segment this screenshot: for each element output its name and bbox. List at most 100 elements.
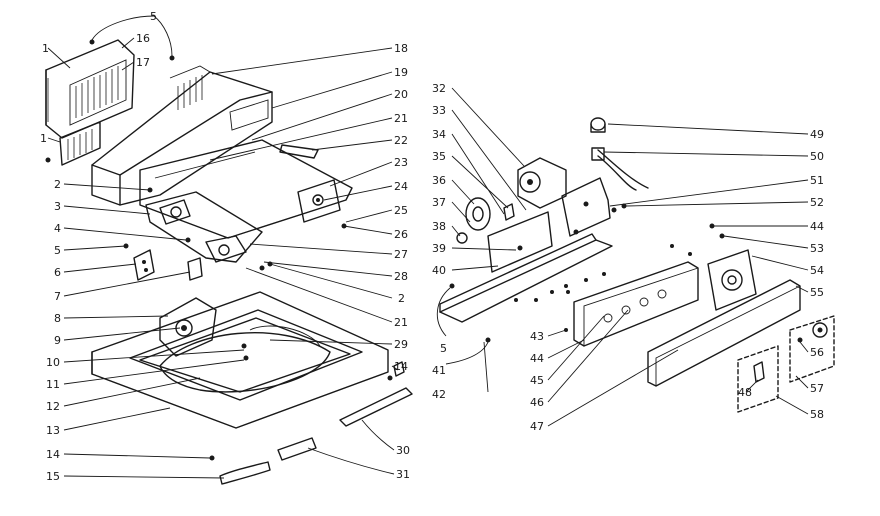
callout-52: 52 (810, 196, 824, 209)
callout-51: 51 (810, 174, 824, 187)
callout-53: 53 (810, 242, 824, 255)
callout-4: 4 (54, 222, 61, 235)
part-27-control-bracket (145, 191, 263, 263)
part-54-dial-plate (707, 249, 757, 311)
callout-56: 56 (810, 346, 824, 359)
callout-35: 35 (432, 150, 446, 163)
callout-41: 41 (432, 364, 446, 377)
callout-33: 33 (432, 104, 446, 117)
callout-39: 39 (432, 242, 446, 255)
callout-27: 27 (394, 248, 408, 261)
callout-43: 43 (530, 330, 544, 343)
callout-55: 55 (810, 286, 824, 299)
callout-21: 21 (394, 112, 408, 125)
callout-36: 36 (432, 174, 446, 187)
callout-40: 40 (432, 264, 446, 277)
part-13-top-frame (91, 291, 389, 429)
part-22-strip (279, 144, 319, 159)
part-31-hinge (277, 437, 317, 461)
callout-17: 17 (136, 56, 150, 69)
callout-15: 15 (46, 470, 60, 483)
leader-lines (47, 15, 809, 479)
part-1-lower-panel (59, 121, 101, 166)
part-1-rear-panel (45, 39, 135, 139)
callout-19: 19 (394, 66, 408, 79)
callout-14-right: 14 (394, 360, 408, 373)
callout-1-lower: 1 (40, 132, 47, 145)
callout-44-upper: 44 (810, 220, 824, 233)
part-15-strip (219, 461, 271, 485)
callout-22: 22 (394, 134, 408, 147)
callout-5: 5 (150, 10, 157, 23)
callout-48: 48 (738, 386, 752, 399)
callout-49: 49 (810, 128, 824, 141)
right-fasteners (449, 203, 803, 343)
callout-9: 9 (54, 334, 61, 347)
callout-29: 29 (394, 338, 408, 351)
callouts: 5 1 16 17 1 18 19 20 21 22 23 24 25 26 2… (40, 10, 824, 483)
callout-30: 30 (396, 444, 410, 457)
part-38-knob (456, 232, 468, 244)
callout-13: 13 (46, 424, 60, 437)
callout-5-left: 5 (54, 244, 61, 257)
part-6-switch (133, 249, 155, 281)
part-49-cap (590, 117, 606, 133)
part-35-clip (503, 203, 515, 221)
callout-12: 12 (46, 400, 60, 413)
callout-46: 46 (530, 396, 544, 409)
callout-6: 6 (54, 266, 61, 279)
part-18-console-housing (91, 65, 273, 206)
callout-8: 8 (54, 312, 61, 325)
part-36-disk (465, 197, 491, 231)
callout-58: 58 (810, 408, 824, 421)
part-51-switch-block (561, 177, 611, 237)
callout-7: 7 (54, 290, 61, 303)
callout-18: 18 (394, 42, 408, 55)
callout-14-left: 14 (46, 448, 60, 461)
part-58-knob-box (737, 345, 779, 413)
callout-20: 20 (394, 88, 408, 101)
callout-45: 45 (530, 374, 544, 387)
part-40-mounting-bracket (439, 233, 613, 323)
part-14-clip (393, 361, 405, 377)
part-30-rail (339, 387, 413, 427)
callout-21-lower: 21 (394, 316, 408, 329)
callout-24: 24 (394, 180, 408, 193)
callout-3: 3 (54, 200, 61, 213)
callout-54: 54 (810, 264, 824, 277)
part-55-front-panel (647, 279, 801, 387)
callout-26: 26 (394, 228, 408, 241)
callout-31: 31 (396, 468, 410, 481)
callout-32: 32 (432, 82, 446, 95)
part-50-wiring (591, 147, 649, 191)
callout-57: 57 (810, 382, 824, 395)
callout-42: 42 (432, 388, 446, 401)
callout-34: 34 (432, 128, 446, 141)
callout-28: 28 (394, 270, 408, 283)
left-fasteners (45, 39, 393, 461)
callout-44-lower: 44 (530, 352, 544, 365)
callout-16: 16 (136, 32, 150, 45)
left-assembly (45, 39, 413, 485)
part-7-clip (187, 257, 203, 281)
callout-2-right: 2 (398, 292, 405, 305)
callout-50: 50 (810, 150, 824, 163)
callout-23: 23 (394, 156, 408, 169)
callout-11: 11 (46, 378, 60, 391)
right-assembly (439, 117, 835, 413)
part-9-knob-housing (159, 297, 217, 357)
callout-25: 25 (394, 204, 408, 217)
part-45-control-panel (573, 261, 699, 347)
part-23-bracket (297, 179, 341, 223)
callout-2-left: 2 (54, 178, 61, 191)
callout-37: 37 (432, 196, 446, 209)
part-34-bracket (487, 211, 553, 273)
part-32-timer (517, 157, 567, 209)
callout-10: 10 (46, 356, 60, 369)
callout-47: 47 (530, 420, 544, 433)
callout-5-right: 5 (440, 342, 447, 355)
part-21-top-cover (139, 139, 353, 239)
callout-1: 1 (42, 42, 49, 55)
part-57-knob-box (789, 315, 835, 383)
